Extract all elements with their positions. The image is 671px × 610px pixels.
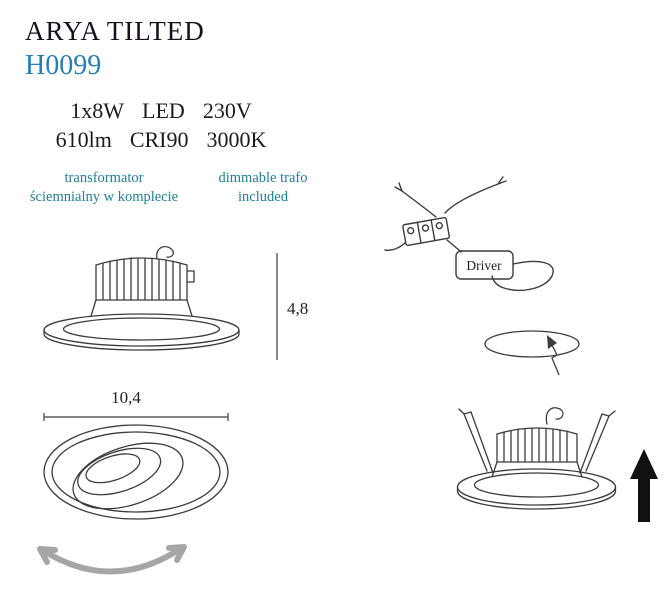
diameter-dimension: 10,4: [43, 388, 229, 421]
note-polish-line2: ściemnialny w komplecie: [29, 189, 179, 205]
side-view-body-left: [90, 299, 97, 317]
spec-row-1: 1x8W LED 230V: [70, 98, 251, 124]
top-view-trim-outer: [43, 424, 229, 520]
insert-pointer-icon: [550, 342, 560, 376]
spec-block: 1x8W LED 230V 610lm CRI90 3000K: [10, 98, 312, 153]
height-dimension-label: 4,8: [287, 299, 308, 318]
spec-cri: CRI90: [129, 127, 189, 152]
side-view-trim-rim: [43, 329, 240, 351]
fixture-heatsink-fins: [503, 427, 568, 463]
note-english-line1: dimmable trafo: [218, 170, 308, 186]
product-title: ARYA TILTED: [25, 16, 205, 46]
connector-to-driver-wire: [446, 239, 462, 253]
spec-lumen: 610lm: [55, 127, 112, 152]
product-code: H0099: [25, 50, 102, 81]
fixture-wire-icon: [545, 407, 564, 425]
note-english: dimmable trafo included: [202, 169, 324, 207]
terminal-connector: [402, 216, 450, 247]
side-view-trim-inner: [62, 317, 221, 341]
ceiling-hole-drawing: [484, 330, 580, 376]
fixture-body-left: [491, 461, 498, 478]
spec-cct: 3000K: [206, 127, 267, 152]
installed-fixture-drawing: [456, 407, 617, 510]
note-polish: transformator ściemnialny w komplecie: [6, 169, 202, 207]
side-view-heatsink-step: [186, 270, 195, 283]
fixture-trim-outer: [456, 468, 617, 506]
ceiling-hole: [484, 330, 580, 358]
mains-wire-1: [401, 190, 437, 218]
connector-stub-wire: [384, 242, 406, 251]
top-view-tilted-module: [72, 442, 184, 510]
tilt-arrow-icon: [37, 544, 187, 575]
fixture-trim-rim: [456, 486, 617, 510]
fixture-body-right: [576, 461, 583, 478]
side-view-body-right: [186, 299, 193, 317]
height-dimension: 4,8: [276, 253, 308, 360]
driver-out-wire: [491, 260, 554, 292]
install-direction-up-arrow-icon: [630, 449, 658, 522]
driver-box-label: Driver: [466, 258, 502, 273]
driver-box: [455, 250, 514, 280]
side-view-heatsink-fins: [102, 257, 181, 301]
spring-clip-right: [579, 410, 616, 474]
spec-source: LED: [142, 98, 185, 123]
driver-assembly-drawing: [384, 176, 554, 292]
mains-wire-2: [444, 183, 499, 214]
note-english-line2: included: [238, 189, 288, 205]
side-view-heatsink-outline: [95, 257, 188, 301]
side-view-wire-icon: [156, 245, 174, 260]
side-view-drawing: [43, 245, 240, 351]
diameter-dimension-label: 10,4: [111, 388, 141, 407]
spring-clip-left: [458, 408, 494, 474]
spec-row-2: 610lm CRI90 3000K: [56, 127, 267, 153]
side-view-trim-outer: [43, 313, 240, 347]
spec-power: 1x8W: [70, 98, 125, 123]
note-polish-line1: transformator: [64, 170, 144, 186]
spec-voltage: 230V: [202, 98, 252, 123]
fixture-heatsink-outline: [496, 427, 578, 463]
top-view-trim-inner: [51, 431, 221, 513]
fixture-trim-inner: [473, 472, 600, 498]
top-view-drawing: [43, 424, 229, 520]
